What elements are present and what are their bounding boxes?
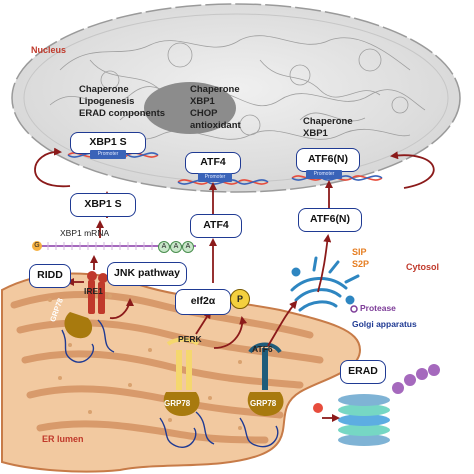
region-label-er-lumen: ER lumen — [42, 434, 84, 444]
atf6-promoter: Promoter — [306, 170, 342, 179]
perk-complex — [159, 337, 215, 448]
s1p-label: SIP — [352, 247, 367, 257]
atf6-target-genes: Chaperone XBP1 — [303, 116, 353, 139]
poly-a-3: A — [182, 241, 194, 253]
region-label-nucleus: Nucleus — [31, 45, 67, 55]
ubiquitin-chain — [392, 364, 440, 394]
poly-a-1: A — [158, 241, 170, 253]
erad-box: ERAD — [340, 360, 386, 384]
eif2a-box: eIf2α — [175, 289, 231, 315]
golgi-label: Golgi apparatus — [352, 319, 417, 329]
atf4-promoter: Promoter — [198, 173, 232, 182]
protease-marker — [350, 305, 358, 313]
atf6-label: ATF6 — [252, 344, 273, 354]
xbp1-mrna-label: XBP1 mRNA — [60, 228, 110, 238]
atf6-complex — [239, 342, 323, 448]
ridd-box: RIDD — [29, 264, 71, 288]
protease-label: Protease — [360, 303, 396, 313]
proteasome — [338, 394, 390, 446]
nuclear-atf6n-box: ATF6(N) — [296, 148, 360, 172]
xbp1-promoter: Promoter — [90, 150, 126, 159]
nucleolus — [144, 82, 236, 134]
poly-a-2: A — [170, 241, 182, 253]
jnk-pathway-box: JNK pathway — [107, 262, 187, 286]
ire1-label: IRE1 — [84, 286, 103, 296]
signal-arrows — [34, 147, 435, 422]
nuclear-atf4-box: ATF4 — [185, 152, 241, 174]
perk-label: PERK — [178, 334, 202, 344]
phospho-badge: P — [230, 289, 250, 309]
perk-grp78-label: GRP78 — [164, 399, 191, 408]
golgi-apparatus — [290, 256, 360, 312]
xbp1-target-genes: Chaperone Lipogenesis ERAD components — [79, 84, 166, 119]
atf4-target-genes: Chaperone XBP1 CHOP antioxidant — [190, 84, 241, 131]
cytosol-atf6n-box: ATF6(N) — [298, 208, 362, 232]
s2p-label: S2P — [352, 259, 370, 269]
region-label-cytosol: Cytosol — [406, 262, 440, 272]
atf6-grp78-label: GRP78 — [250, 399, 277, 408]
ire1-complex — [61, 271, 115, 363]
cytosol-xbp1s-box: XBP1 S — [70, 193, 136, 217]
cytosol-atf4-box: ATF4 — [190, 214, 242, 238]
mrna-cap: G — [32, 241, 42, 251]
